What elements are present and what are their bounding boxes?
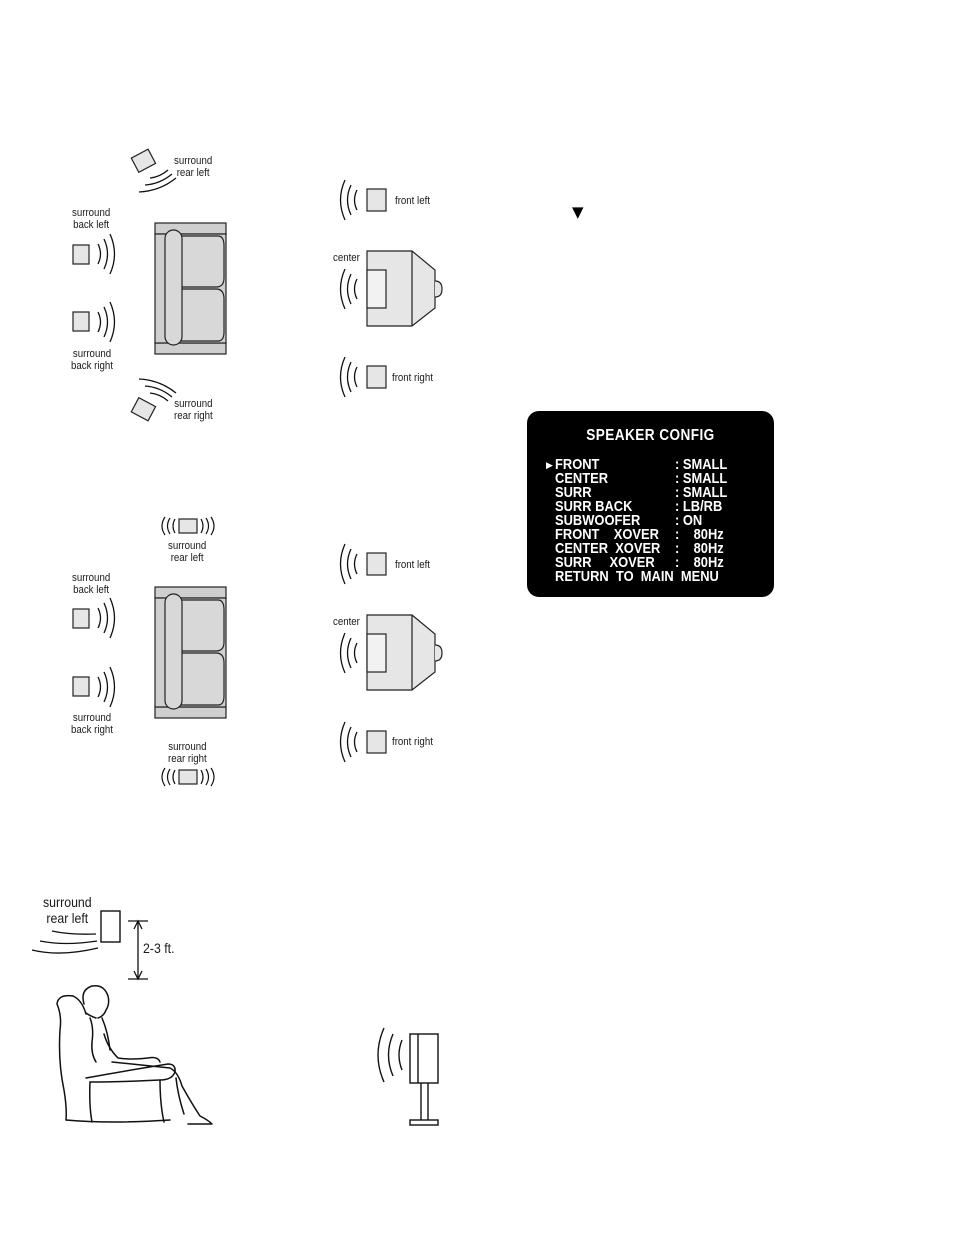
diagram2-sofa [154,586,227,719]
seated-listener [56,984,213,1125]
diagram2-surround-rear-left-speaker [161,516,215,536]
diagram1-center-speaker [339,250,443,327]
d1-center-label: center [333,252,360,264]
menu-pointer-icon: ▶ [546,461,553,471]
height-dimension [128,919,148,981]
diagram1-sofa [154,222,227,355]
diagram1-surround-back-right-speaker [72,301,116,343]
speaker-config-osd: SPEAKER CONFIG ▶ FRONT : SMALL CENTER : … [527,411,774,597]
diagram1-surround-rear-right-speaker [130,378,177,422]
diagram1-surround-back-left-speaker [72,233,116,275]
osd-title: SPEAKER CONFIG [586,427,715,444]
down-arrow-icon: ▼ [572,203,584,221]
d3-height-label: 2-3 ft. [143,940,175,956]
diagram3-stand-speaker [377,1027,439,1126]
diagram2-surround-rear-right-speaker [161,767,215,787]
d2-front-left-label: front left [395,559,430,571]
diagram2-front-left-speaker [339,543,387,585]
diagram1-front-left-speaker [339,179,387,221]
diagram2-front-right-speaker [339,721,387,763]
d1-front-right-label: front right [392,372,433,384]
diagram3-wall-speaker [31,910,121,954]
diagram1-front-right-speaker [339,356,387,398]
d2-center-label: center [333,616,360,628]
d1-front-left-label: front left [395,195,430,207]
diagram1-surround-rear-left-speaker [130,148,177,193]
d2-front-right-label: front right [392,736,433,748]
diagram2-center-speaker [339,614,443,691]
diagram2-surround-back-right-speaker [72,666,116,708]
diagram2-surround-back-left-speaker [72,597,116,639]
